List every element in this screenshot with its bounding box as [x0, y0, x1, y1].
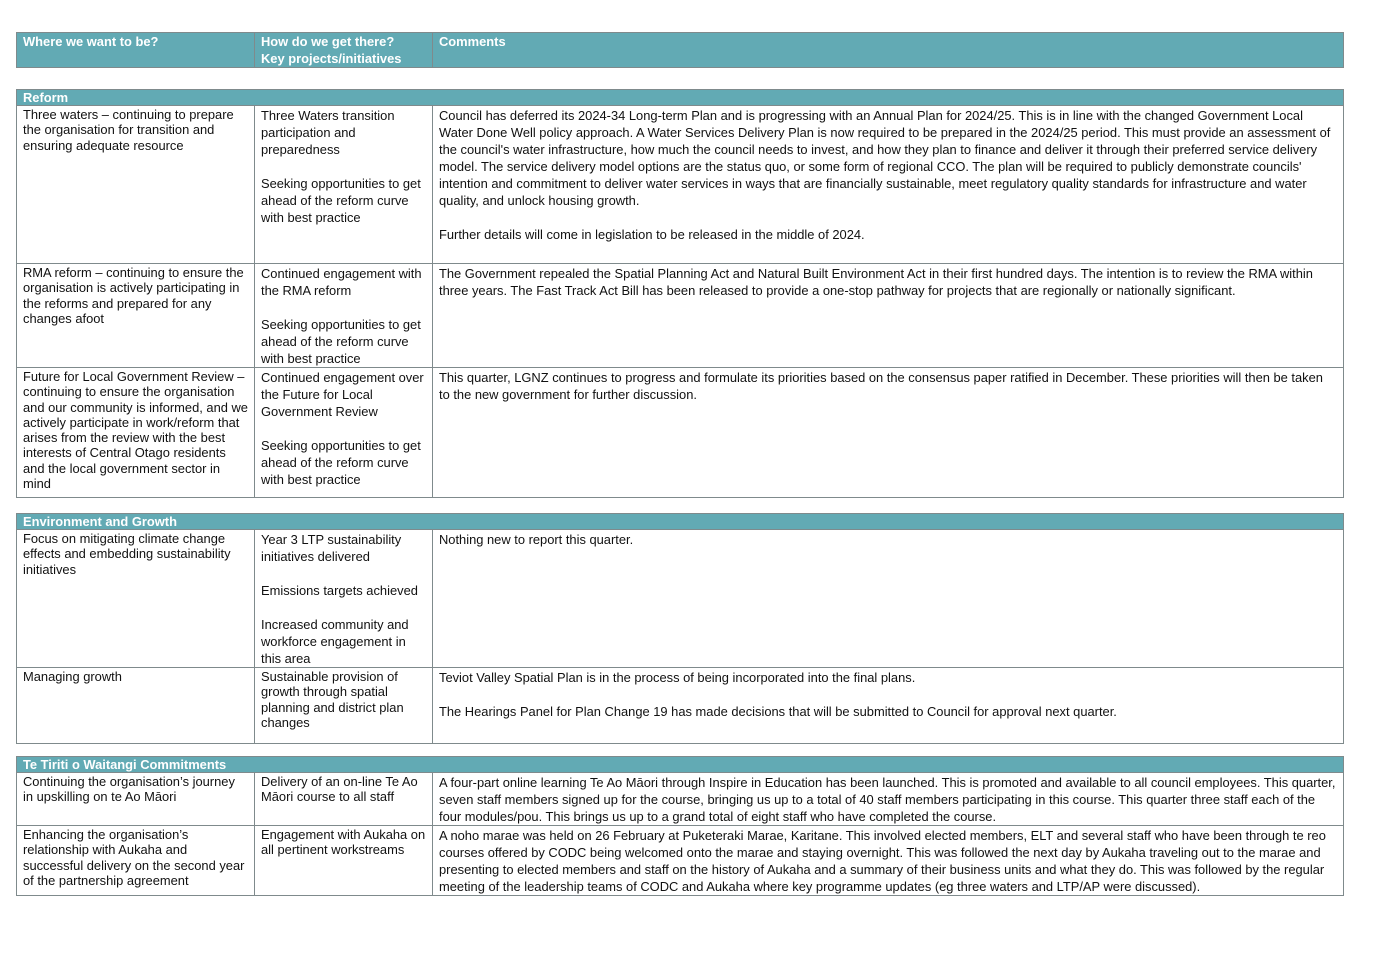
initiative-text: Seeking opportunities to get ahead of th…	[261, 176, 421, 225]
comments-cell: This quarter, LGNZ continues to progress…	[432, 367, 1344, 498]
comments-cell: Nothing new to report this quarter.	[431, 529, 1345, 668]
section-title-reform: Reform	[16, 89, 1344, 106]
goal-cell: Three waters – continuing to prepare the…	[16, 105, 255, 264]
initiative-text: Seeking opportunities to get ahead of th…	[261, 317, 421, 366]
header-row: Where we want to be? How do we get there…	[16, 32, 1344, 68]
header-how: How do we get there? Key projects/initia…	[254, 32, 433, 68]
comment-text: Further details will come in legislation…	[439, 227, 865, 242]
initiative-text: Increased community and workforce engage…	[261, 617, 409, 666]
initiative-text: Emissions targets achieved	[261, 583, 418, 598]
comment-text: Nothing new to report this quarter.	[439, 532, 634, 547]
table-row: Focus on mitigating climate change effec…	[16, 529, 1345, 668]
header-comments: Comments	[432, 32, 1344, 68]
comment-text: The Hearings Panel for Plan Change 19 ha…	[439, 704, 1117, 719]
goal-cell: Enhancing the organisation’s relationshi…	[16, 825, 255, 896]
initiative-text: Continued engagement with the RMA reform	[261, 266, 422, 298]
comments-cell: Council has deferred its 2024-34 Long-te…	[432, 105, 1344, 264]
initiative-text: Seeking opportunities to get ahead of th…	[261, 438, 421, 487]
initiatives-cell: Continued engagement with the RMA reform…	[254, 263, 433, 368]
initiative-text: Continued engagement over the Future for…	[261, 370, 424, 419]
table-row: Future for Local Government Review – con…	[16, 367, 1344, 498]
table-row: Managing growth Sustainable provision of…	[16, 667, 1345, 744]
comment-text: This quarter, LGNZ continues to progress…	[439, 370, 1323, 402]
initiatives-cell: Year 3 LTP sustainability initiatives de…	[254, 529, 433, 668]
comment-text: A four-part online learning Te Ao Māori …	[439, 775, 1336, 824]
initiatives-cell: Three Waters transition participation an…	[254, 105, 433, 264]
goal-cell: Focus on mitigating climate change effec…	[16, 529, 255, 668]
initiative-text: Engagement with Aukaha on all pertinent …	[261, 827, 426, 858]
tiriti-table: Te Tiriti o Waitangi Commitments Continu…	[15, 756, 1345, 896]
goal-cell: RMA reform – continuing to ensure the or…	[16, 263, 255, 368]
initiative-text: Year 3 LTP sustainability initiatives de…	[261, 532, 402, 564]
table-row: Three waters – continuing to prepare the…	[16, 105, 1344, 264]
section-title-tiriti: Te Tiriti o Waitangi Commitments	[15, 756, 1345, 773]
header-table: Where we want to be? How do we get there…	[16, 32, 1344, 68]
comment-text: Teviot Valley Spatial Plan is in the pro…	[439, 670, 916, 685]
goal-cell: Managing growth	[16, 667, 255, 744]
initiatives-cell: Engagement with Aukaha on all pertinent …	[254, 825, 433, 896]
initiatives-cell: Sustainable provision of growth through …	[254, 667, 433, 744]
comments-cell: Teviot Valley Spatial Plan is in the pro…	[431, 667, 1345, 744]
comments-cell: A four-part online learning Te Ao Māori …	[431, 772, 1345, 826]
comments-cell: The Government repealed the Spatial Plan…	[432, 263, 1344, 368]
comment-text: The Government repealed the Spatial Plan…	[439, 266, 1313, 298]
initiative-text: Delivery of an on-line Te Ao Māori cours…	[261, 774, 418, 805]
comments-cell: A noho marae was held on 26 February at …	[431, 825, 1345, 896]
goal-cell: Future for Local Government Review – con…	[16, 367, 255, 498]
goal-cell: Continuing the organisation’s journey in…	[16, 772, 255, 826]
environment-table: Environment and Growth Focus on mitigati…	[15, 513, 1345, 744]
table-row: Continuing the organisation’s journey in…	[16, 772, 1345, 826]
reform-table: Reform Three waters – continuing to prep…	[16, 89, 1344, 498]
initiatives-cell: Continued engagement over the Future for…	[254, 367, 433, 498]
comment-text: Council has deferred its 2024-34 Long-te…	[439, 108, 1331, 208]
initiative-text: Three Waters transition participation an…	[261, 108, 395, 157]
table-row: RMA reform – continuing to ensure the or…	[16, 263, 1344, 368]
initiatives-cell: Delivery of an on-line Te Ao Māori cours…	[254, 772, 433, 826]
comment-text: A noho marae was held on 26 February at …	[439, 828, 1326, 894]
table-row: Enhancing the organisation’s relationshi…	[16, 825, 1345, 896]
header-where: Where we want to be?	[16, 32, 255, 68]
initiative-text: Sustainable provision of growth through …	[261, 669, 404, 730]
section-title-environment: Environment and Growth	[15, 513, 1345, 530]
